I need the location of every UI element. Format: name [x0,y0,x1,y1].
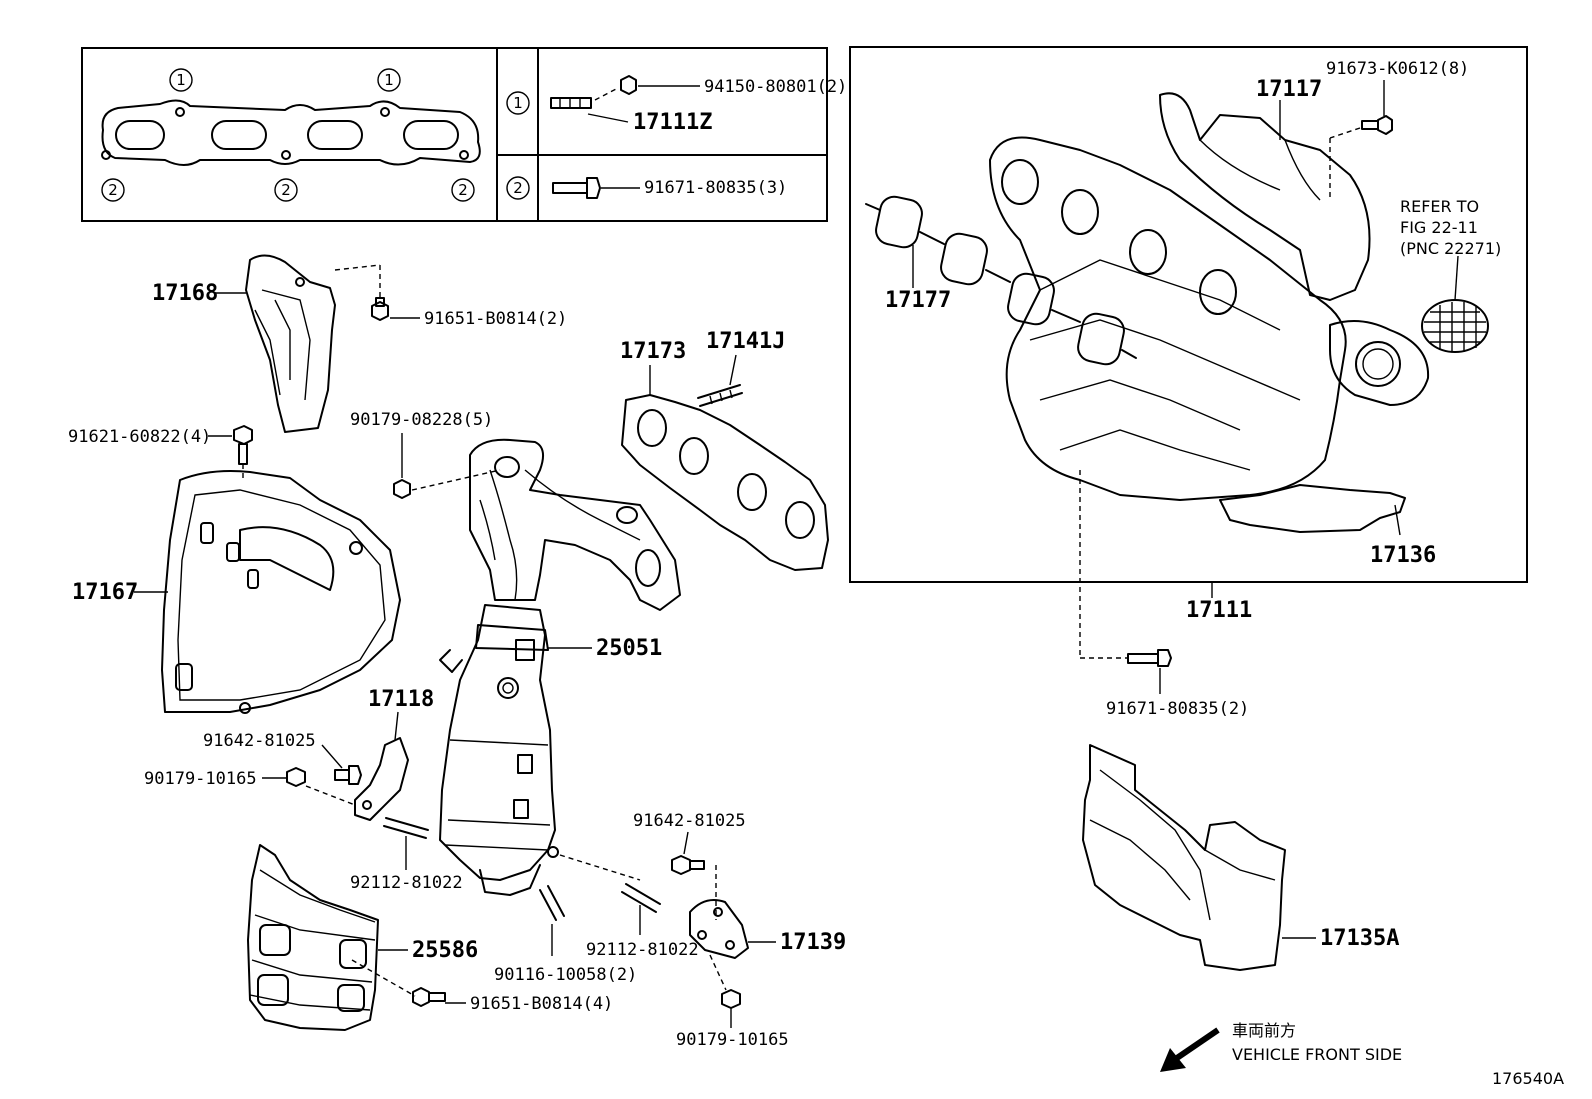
part-17167 [161,470,401,714]
part-17173 [621,394,829,571]
legend-mark-2c: 2 [458,181,468,199]
part-exhaust-manifold [469,438,681,611]
label-91642-81025-right: 91642-81025 [633,811,746,831]
label-90179-10165-left: 90179-10165 [144,769,257,789]
legend-mark-1b: 1 [384,71,394,89]
refer-line-1: REFER TO [1400,197,1479,216]
label-91651-b0814-2: 91651-B0814(2) [424,309,567,329]
stud-92112-right [621,883,661,913]
label-17167: 17167 [72,580,138,605]
intake-manifold-box: 17177 91673-K0612(8) 17117 REFER TO FIG … [849,46,1528,583]
label-91621-60822: 91621-60822(4) [68,427,211,447]
label-17111: 17111 [1186,598,1252,623]
legend-key-1: 1 [513,94,523,112]
legend-mark-2b: 2 [281,181,291,199]
label-90116-10058: 90116-10058(2) [494,965,637,985]
part-17136 [1219,484,1406,533]
label-25586: 25586 [412,938,478,963]
label-91673-k0612: 91673-K0612(8) [1326,59,1469,79]
part-manifold-body [989,136,1347,501]
label-17136: 17136 [1370,543,1436,568]
label-90179-08228: 90179-08228(5) [350,410,493,430]
figure-code: 176540A [1492,1069,1564,1088]
stud-92112-left [383,817,429,839]
label-91651-b0814-4: 91651-B0814(4) [470,994,613,1014]
refer-line-3: (PNC 22271) [1400,239,1501,258]
legend-key-2: 2 [513,179,523,197]
label-17141j: 17141J [706,329,785,354]
label-91642-81025-left: 91642-81025 [203,731,316,751]
label-17117: 17117 [1256,77,1322,102]
label-17118: 17118 [368,687,434,712]
part-17141j [697,384,743,407]
refer-line-2: FIG 22-11 [1400,218,1478,237]
legend-mark-1a: 1 [176,71,186,89]
legend-mark-2a: 2 [108,181,118,199]
part-17117 [1159,92,1371,301]
label-17139: 17139 [780,930,846,955]
label-91671-80835-3: 91671-80835(3) [644,178,787,198]
direction-en: VEHICLE FRONT SIDE [1232,1045,1402,1064]
label-17111z: 17111Z [633,110,712,135]
direction-jp: 車両前方 [1232,1021,1296,1040]
stud-90116 [539,885,565,921]
label-90179-10165-right: 90179-10165 [676,1030,789,1050]
label-91671-80835-2: 91671-80835(2) [1106,699,1249,719]
part-17118 [354,737,409,821]
label-17168: 17168 [152,281,218,306]
label-17173: 17173 [620,339,686,364]
part-17135a [1082,744,1286,971]
part-25586 [247,844,379,1031]
label-94150-80801: 94150-80801(2) [704,77,847,97]
label-17135a: 17135A [1320,926,1399,951]
label-25051: 25051 [596,636,662,661]
label-17177: 17177 [885,288,951,313]
part-25051 [439,604,556,896]
gasket-legend-box: 1 1 2 2 2 1 2 94150-80801(2) 17111Z 9167… [81,47,847,222]
part-17168 [245,254,336,433]
label-92112-81022-left: 92112-81022 [350,873,463,893]
label-92112-81022-right: 92112-81022 [586,940,699,960]
part-17139 [689,899,749,959]
part-17177-gaskets [865,195,1137,366]
vehicle-front-arrow-icon [1160,1027,1220,1072]
